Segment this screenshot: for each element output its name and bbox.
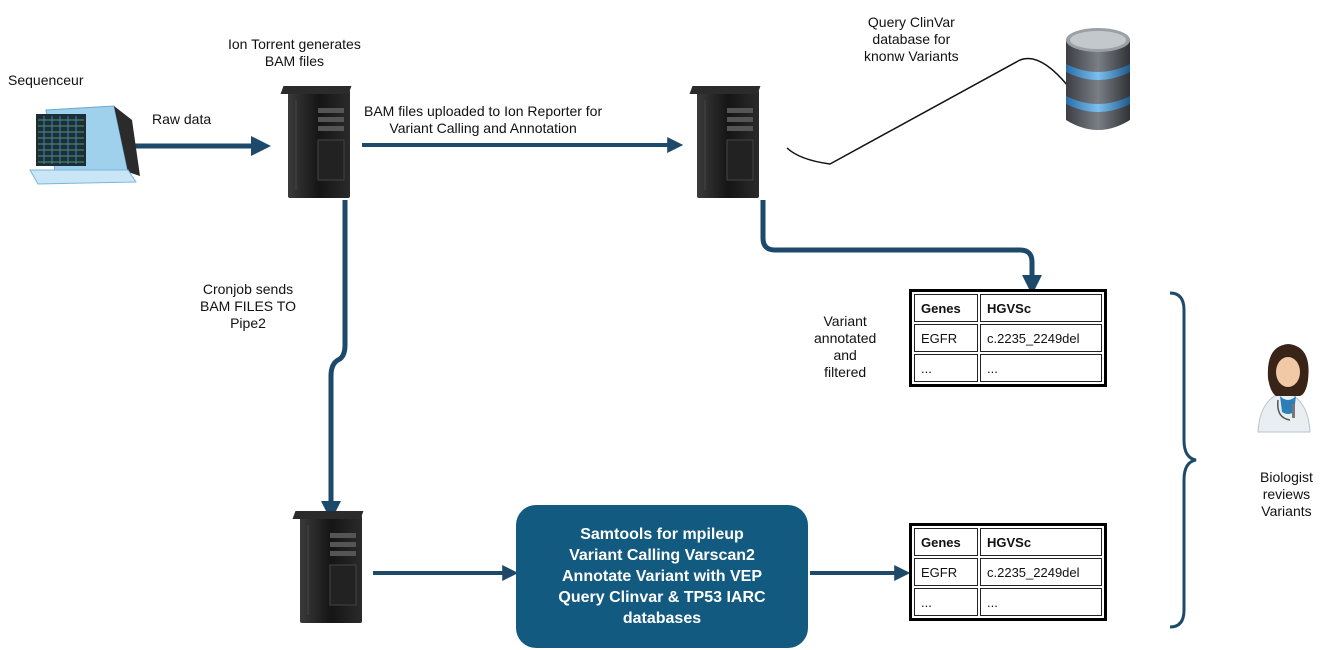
clinvar-query-line-3: knonw Variants	[864, 48, 959, 64]
biologist-review-bracket	[1169, 291, 1197, 629]
table-cell-hgvsc: ...	[980, 354, 1102, 382]
table-header-genes: Genes	[914, 294, 978, 322]
table-row: EGFR c.2235_2249del	[914, 558, 1102, 586]
variant-table-ion-reporter: Genes HGVSc EGFR c.2235_2249del ... ...	[909, 289, 1107, 387]
arrow-to-variant-table-1	[760, 200, 1042, 295]
table-row: EGFR c.2235_2249del	[914, 324, 1102, 352]
pipeline-line-4: Query Clinvar & TP53 IARC	[558, 589, 766, 606]
table-cell-gene: ...	[914, 354, 978, 382]
cronjob-line-3: Pipe2	[230, 315, 266, 331]
table-header-hgvsc: HGVSc	[980, 294, 1102, 322]
biologist-line-1: Biologist	[1260, 469, 1313, 485]
cronjob-line-2: BAM FILES TO	[200, 298, 296, 314]
table-header-genes: Genes	[914, 528, 978, 556]
clinvar-query-label: Query ClinVar database for knonw Variant…	[864, 14, 959, 65]
arrow-cronjob	[321, 200, 348, 521]
table-cell-hgvsc: ...	[980, 588, 1102, 616]
raw-data-label-text: Raw data	[152, 111, 212, 127]
cronjob-label: Cronjob sends BAM FILES TO Pipe2	[200, 281, 296, 332]
ion-torrent-server-icon	[280, 85, 352, 199]
ion-torrent-line-1: Ion Torrent generates	[228, 36, 361, 52]
doctor-icon	[1257, 344, 1311, 433]
ion-torrent-label: Ion Torrent generates BAM files	[228, 36, 361, 70]
cronjob-line-1: Cronjob sends	[202, 281, 294, 297]
table-row: ... ...	[914, 588, 1102, 616]
bam-upload-line-2: Variant Calling and Annotation	[389, 120, 577, 136]
table-header-row: Genes HGVSc	[914, 294, 1102, 322]
table-cell-gene: EGFR	[914, 558, 978, 586]
variant-annotated-line-2: annotated	[814, 330, 877, 346]
table-cell-hgvsc: c.2235_2249del	[980, 324, 1102, 352]
variant-annotated-label: Variant annotated and filtered	[814, 313, 876, 381]
table-header-hgvsc: HGVSc	[980, 528, 1102, 556]
variant-annotated-line-4: filtered	[824, 364, 867, 380]
table-header-row: Genes HGVSc	[914, 528, 1102, 556]
variant-annotated-line-1: Variant	[823, 313, 867, 329]
pipe2-server-icon	[292, 510, 364, 624]
pipeline-box: Samtools for mpileup Variant Calling Var…	[516, 505, 808, 648]
table-cell-gene: EGFR	[914, 324, 978, 352]
variant-table-pipe2: Genes HGVSc EGFR c.2235_2249del ... ...	[909, 523, 1107, 621]
table-cell-hgvsc: c.2235_2249del	[980, 558, 1102, 586]
sequencer-label: Sequenceur	[8, 72, 84, 89]
clinvar-connection-line	[786, 57, 1069, 165]
biologist-label: Biologist reviews Variants	[1260, 469, 1313, 520]
sequencer-computer-icon	[29, 105, 140, 185]
pipeline-line-2: Variant Calling Varscan2	[569, 547, 755, 564]
biologist-line-2: reviews	[1262, 486, 1311, 502]
bam-upload-label: BAM files uploaded to Ion Reporter for V…	[364, 103, 602, 137]
table-row: ... ...	[914, 354, 1102, 382]
database-icon	[1066, 28, 1130, 130]
sequencer-label-text: Sequenceur	[8, 72, 84, 88]
pipeline-line-5: databases	[622, 610, 702, 627]
ion-torrent-line-2: BAM files	[264, 53, 324, 69]
pipeline-line-1: Samtools for mpileup	[580, 526, 744, 543]
variant-annotated-line-3: and	[833, 347, 857, 363]
raw-data-label: Raw data	[152, 111, 211, 128]
ion-reporter-server-icon	[689, 85, 761, 199]
table-cell-gene: ...	[914, 588, 978, 616]
clinvar-query-line-1: Query ClinVar	[867, 14, 955, 30]
clinvar-query-line-2: database for	[872, 31, 951, 47]
biologist-line-3: Variants	[1261, 503, 1312, 519]
bam-upload-line-1: BAM files uploaded to Ion Reporter for	[364, 103, 603, 119]
pipeline-line-3: Annotate Variant with VEP	[561, 568, 763, 585]
